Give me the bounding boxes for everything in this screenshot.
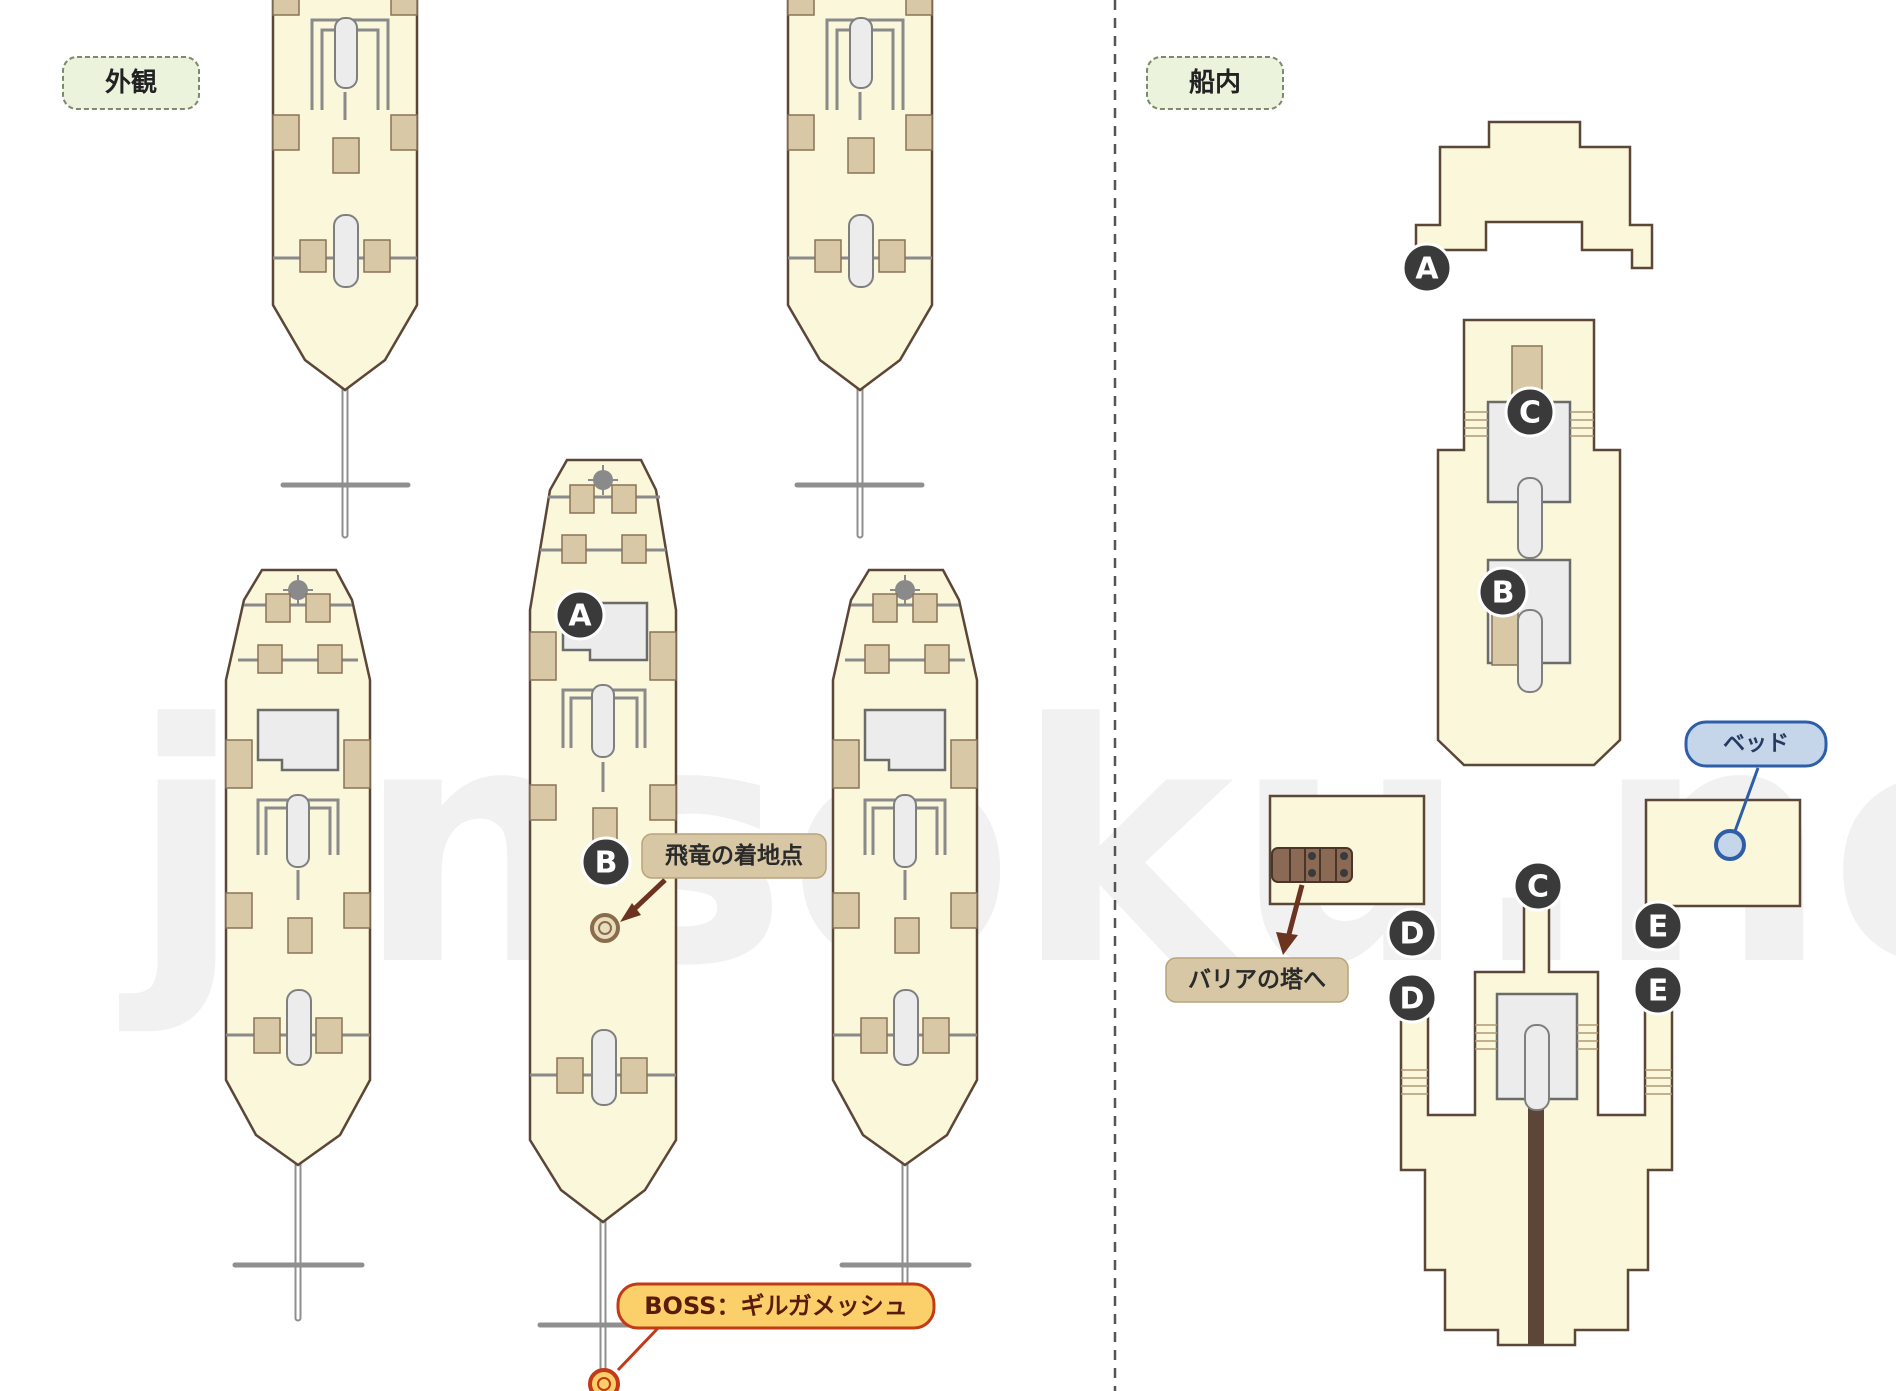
marker-e-upper-label: E <box>1648 910 1669 945</box>
section-label-exterior-text: 外観 <box>105 67 157 98</box>
marker-e-upper[interactable]: E <box>1632 900 1684 952</box>
landing-point[interactable] <box>590 913 620 943</box>
marker-d-lower[interactable]: D <box>1386 972 1438 1024</box>
marker-d-upper-label: D <box>1400 917 1425 952</box>
barrier-label-text: バリアの塔へ <box>1188 967 1326 993</box>
marker-a-interior-label: A <box>1415 252 1439 287</box>
landing-arrow-head <box>620 903 641 922</box>
marker-a-exterior[interactable]: A <box>554 589 606 641</box>
marker-c-interior-top[interactable]: C <box>1504 386 1556 438</box>
ship-bottom-left <box>224 568 372 1322</box>
marker-b-interior[interactable]: B <box>1477 566 1529 618</box>
bed-point[interactable] <box>1714 829 1746 861</box>
section-label-exterior: 外観 <box>62 56 200 110</box>
marker-a-interior[interactable]: A <box>1401 242 1453 294</box>
room-a <box>1414 120 1654 270</box>
boss-pointer <box>616 1324 662 1372</box>
barrier-arrow-head <box>1276 932 1298 955</box>
room-lower-hull <box>1399 884 1674 1347</box>
bed-label: ベッド <box>1684 720 1828 768</box>
marker-b-interior-label: B <box>1492 576 1515 611</box>
landing-label: 飛竜の着地点 <box>641 833 827 879</box>
watermark: jinsoku.net <box>115 654 1896 1038</box>
landing-label-text: 飛竜の着地点 <box>665 842 803 869</box>
boss-point[interactable] <box>588 1368 620 1391</box>
barrier-arrow <box>1285 884 1305 939</box>
marker-e-lower-label: E <box>1648 974 1669 1009</box>
ship-bottom-right <box>831 568 979 1322</box>
ship-top-left <box>271 0 419 539</box>
section-label-interior-text: 船内 <box>1189 67 1241 98</box>
marker-e-lower[interactable]: E <box>1632 964 1684 1016</box>
bed-label-text: ベッド <box>1723 732 1789 757</box>
marker-c-interior-top-label: C <box>1519 396 1541 431</box>
marker-d-upper[interactable]: D <box>1386 907 1438 959</box>
barrier-label: バリアの塔へ <box>1165 957 1349 1003</box>
marker-a-exterior-label: A <box>568 599 592 634</box>
room-barrels <box>1268 794 1426 906</box>
boss-label-text: BOSS：ギルガメッシュ <box>644 1292 907 1320</box>
marker-c-interior-bottom-label: C <box>1527 870 1549 905</box>
section-label-interior: 船内 <box>1146 56 1284 110</box>
room-middle-deck <box>1436 318 1622 767</box>
boss-label: BOSS：ギルガメッシュ <box>616 1282 936 1330</box>
marker-c-interior-bottom[interactable]: C <box>1512 860 1564 912</box>
marker-b-exterior[interactable]: B <box>580 836 632 888</box>
marker-d-lower-label: D <box>1400 982 1425 1017</box>
marker-b-exterior-label: B <box>595 846 618 881</box>
ship-top-right <box>786 0 934 539</box>
